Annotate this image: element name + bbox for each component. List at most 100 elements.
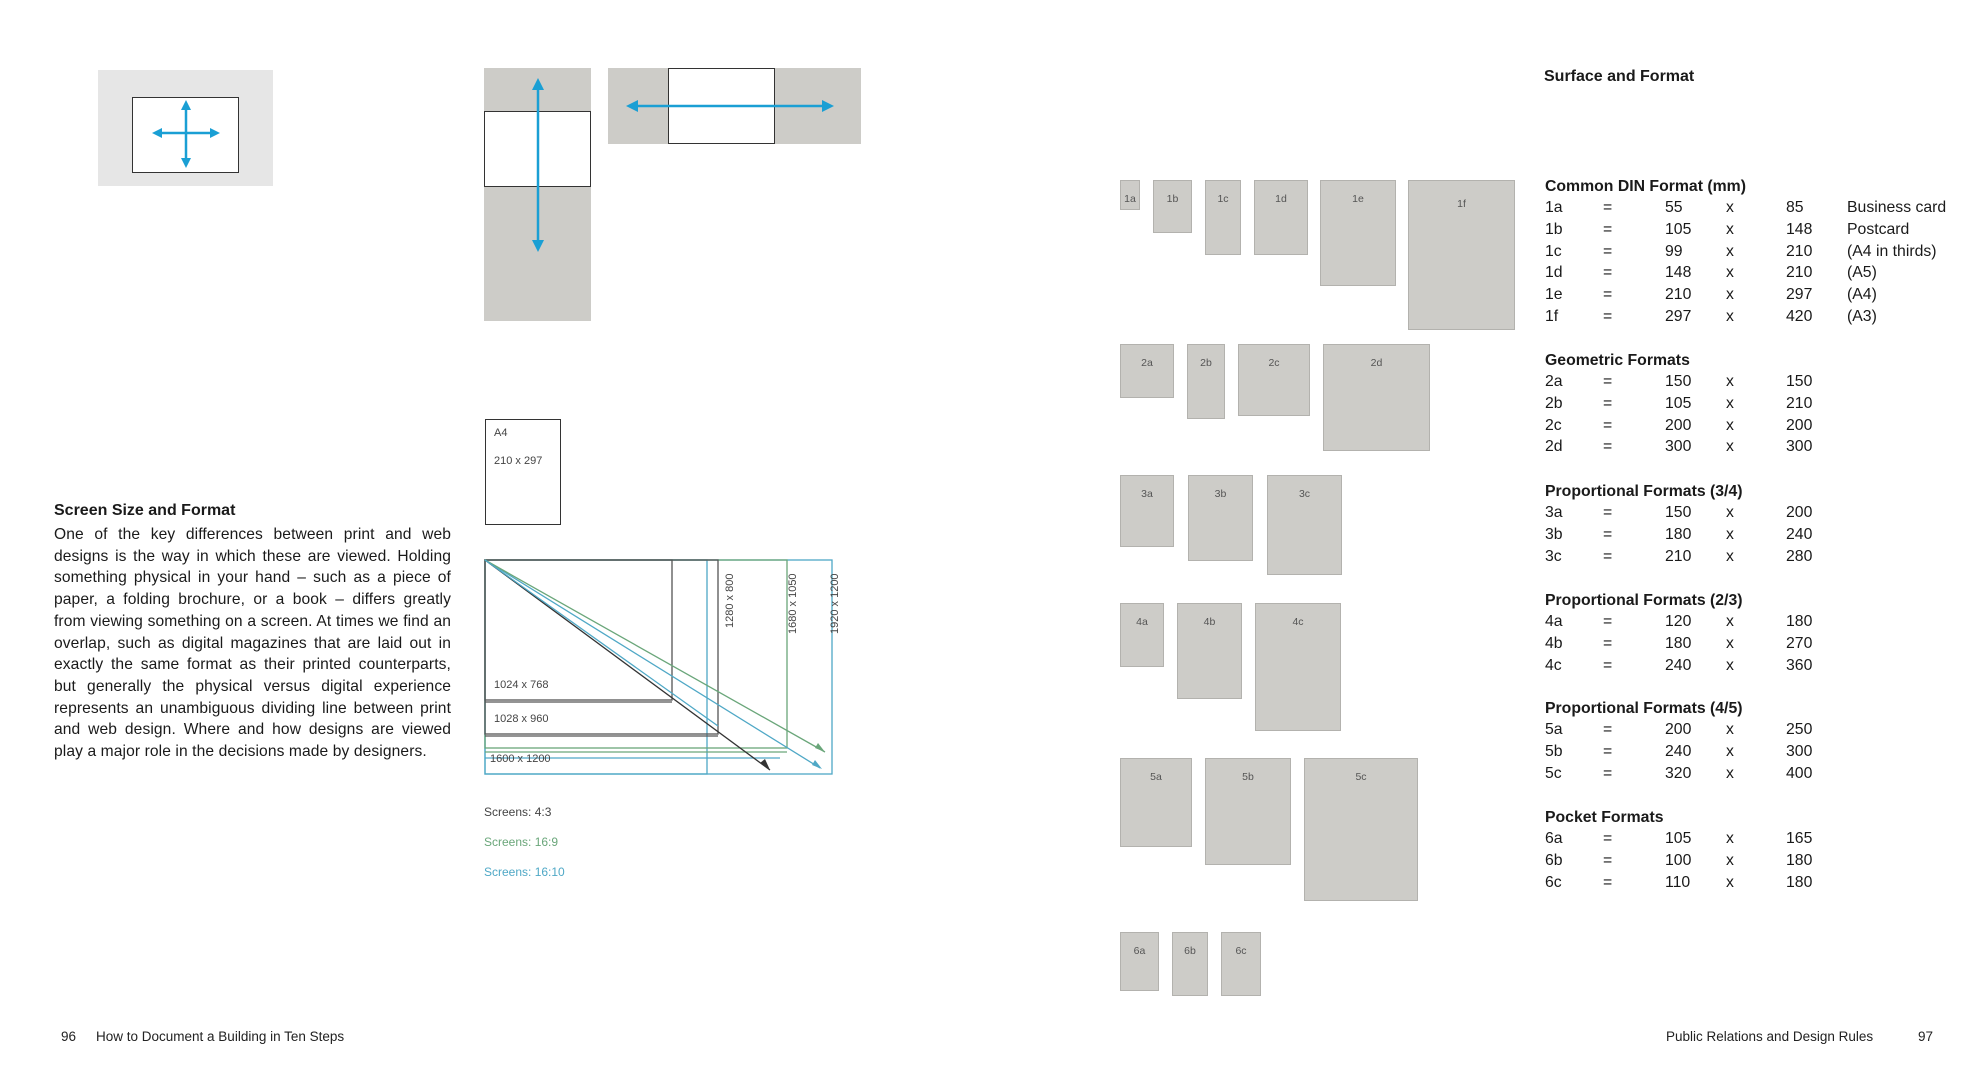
- four-way-arrow-icon: [152, 100, 220, 168]
- screen-label-1024: 1024 x 768: [494, 679, 549, 691]
- format-row-x: x: [1726, 394, 1734, 412]
- format-section-title: Pocket Formats: [1545, 809, 1664, 826]
- format-box-2c: 2c: [1238, 344, 1310, 416]
- format-row-w: 150: [1665, 504, 1692, 521]
- footer-chapter-title: Public Relations and Design Rules: [1666, 1029, 1874, 1044]
- format-label: 1c: [1217, 193, 1229, 205]
- format-row-x: x: [1726, 721, 1734, 738]
- a4-label: A4: [494, 427, 508, 439]
- format-row-w: 240: [1665, 742, 1692, 760]
- format-row-x: x: [1726, 373, 1734, 390]
- format-row-code: 1d: [1545, 264, 1563, 282]
- format-box-6a: 6a: [1120, 932, 1159, 991]
- format-section-title: Proportional Formats (4/5): [1545, 700, 1743, 717]
- format-label: 1f: [1457, 198, 1466, 210]
- legend-4-3: Screens: 4:3: [484, 805, 552, 819]
- format-row-eq: =: [1603, 830, 1613, 847]
- format-row-code: 3a: [1545, 504, 1563, 521]
- format-row-code: 6b: [1545, 851, 1563, 869]
- format-row-w: 210: [1665, 286, 1692, 304]
- format-row-code: 1b: [1545, 220, 1563, 238]
- format-box-1f: 1f: [1408, 180, 1515, 330]
- format-box-6b: 6b: [1172, 932, 1208, 996]
- format-label: 4c: [1292, 616, 1304, 628]
- format-row-w: 240: [1665, 656, 1692, 674]
- screen-label-1280: 1280 x 800: [724, 573, 736, 628]
- format-section-title: Proportional Formats (2/3): [1545, 592, 1743, 609]
- format-label: 5a: [1150, 771, 1162, 783]
- footer-page-number-left: 96: [61, 1029, 77, 1044]
- format-row-x: x: [1726, 851, 1734, 869]
- format-box-2b: 2b: [1187, 344, 1225, 419]
- format-row-code: 2d: [1545, 438, 1563, 456]
- format-row-eq: =: [1603, 286, 1613, 304]
- format-row-note: (A5): [1847, 264, 1877, 282]
- format-row-code: 5a: [1545, 721, 1563, 738]
- format-row-h: 200: [1786, 504, 1813, 521]
- format-box-2d: 2d: [1323, 344, 1430, 451]
- format-row-w: 105: [1665, 830, 1692, 847]
- screen-label-1680: 1680 x 1050: [787, 573, 799, 634]
- format-row-h: 300: [1786, 742, 1813, 760]
- format-section-title: Common DIN Format (mm): [1545, 178, 1746, 195]
- format-row-eq: =: [1603, 264, 1613, 282]
- format-row-note: (A3): [1847, 307, 1877, 325]
- format-box-1c: 1c: [1205, 180, 1241, 255]
- footer-page-number-right: 97: [1918, 1029, 1934, 1044]
- format-label: 3b: [1214, 488, 1227, 500]
- format-label: 4b: [1203, 616, 1216, 628]
- format-row-eq: =: [1603, 373, 1613, 390]
- format-row-code: 6a: [1545, 830, 1563, 847]
- legend-16-10: Screens: 16:10: [484, 865, 565, 879]
- format-row-x: x: [1726, 286, 1734, 304]
- format-row-w: 320: [1665, 764, 1692, 782]
- format-row-eq: =: [1603, 656, 1613, 674]
- format-label: 1d: [1275, 193, 1287, 205]
- format-row-x: x: [1726, 613, 1734, 630]
- format-row-code: 2b: [1545, 394, 1563, 412]
- format-label: 2b: [1200, 357, 1212, 369]
- format-box-5b: 5b: [1205, 758, 1291, 865]
- format-row-eq: =: [1603, 547, 1613, 565]
- format-row-w: 148: [1665, 264, 1692, 282]
- format-box-3c: 3c: [1267, 475, 1342, 575]
- format-row-eq: =: [1603, 220, 1613, 238]
- format-row-h: 300: [1786, 438, 1813, 456]
- format-label: 2d: [1370, 357, 1383, 369]
- format-row-h: 280: [1786, 547, 1813, 565]
- format-row-x: x: [1726, 220, 1734, 238]
- format-row-h: 240: [1786, 525, 1813, 543]
- format-box-3b: 3b: [1188, 475, 1253, 561]
- format-row-eq: =: [1603, 634, 1613, 652]
- format-row-x: x: [1726, 438, 1734, 456]
- a4-size: 210 x 297: [494, 455, 543, 467]
- format-box-4b: 4b: [1177, 603, 1242, 699]
- format-row-x: x: [1726, 634, 1734, 652]
- format-row-h: 360: [1786, 656, 1813, 674]
- format-row-w: 105: [1665, 220, 1692, 238]
- format-row-h: 210: [1786, 394, 1813, 412]
- format-row-h: 180: [1786, 873, 1813, 891]
- legend-16-9: Screens: 16:9: [484, 835, 559, 849]
- format-row-eq: =: [1603, 438, 1613, 456]
- format-box-6c: 6c: [1221, 932, 1261, 996]
- format-box-1b: 1b: [1153, 180, 1192, 233]
- format-label: 2c: [1268, 357, 1280, 369]
- screen-1024x768-outline: [484, 559, 673, 701]
- format-row-eq: =: [1603, 242, 1613, 260]
- format-box-3a: 3a: [1120, 475, 1174, 547]
- format-row-h: 148: [1786, 220, 1813, 238]
- format-label: 4a: [1136, 616, 1148, 628]
- format-row-h: 165: [1786, 830, 1813, 847]
- format-row-eq: =: [1603, 873, 1613, 891]
